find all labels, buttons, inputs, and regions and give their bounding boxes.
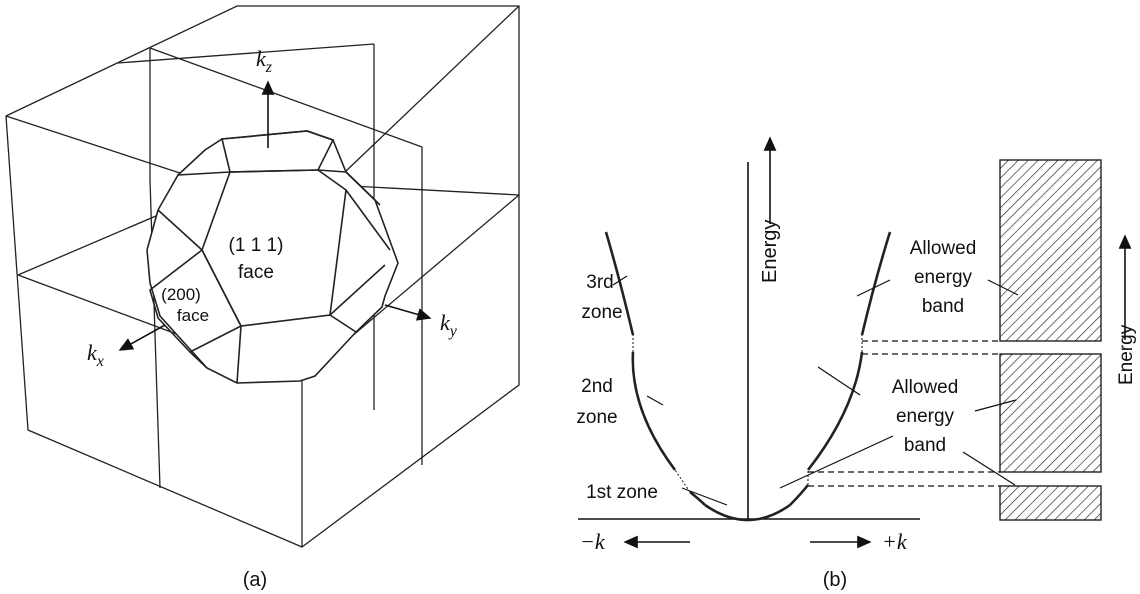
caption-b: (b)	[823, 569, 847, 591]
face-200-label: (200)	[161, 285, 201, 304]
band-top-line2: energy	[914, 267, 973, 288]
face-200-word: face	[177, 306, 209, 325]
band-top-line1: Allowed	[910, 238, 977, 259]
zone2-line2: zone	[576, 407, 617, 428]
ky-label: ky	[440, 310, 458, 340]
face-111-word: face	[238, 262, 274, 283]
band-curves	[604, 231, 892, 522]
band-mid-line3: band	[904, 435, 946, 456]
allowed-band-blocks	[999, 159, 1102, 521]
zone3-line2: zone	[581, 302, 622, 323]
dashed-band-edges	[808, 340, 1000, 487]
band-block-top	[999, 159, 1102, 342]
right-energy-label: Energy	[1116, 324, 1137, 385]
ky-axis-arrow	[384, 304, 432, 321]
neg-k-label: −k	[580, 529, 606, 554]
zone3-line1: 3rd	[586, 272, 613, 293]
face-111-label: (1 1 1)	[229, 235, 284, 256]
energy-axis-label: Energy	[759, 220, 781, 283]
zone2-line1: 2nd	[581, 376, 613, 397]
truncated-octahedron	[146, 130, 399, 384]
band-block-bottom	[999, 485, 1102, 521]
kz-label: kz	[256, 46, 273, 76]
band-block-mid	[999, 353, 1102, 473]
pos-k-label: +k	[882, 529, 908, 554]
band-top-line3: band	[922, 296, 964, 317]
band-mid-line2: energy	[896, 406, 955, 427]
kx-label: kx	[87, 340, 104, 370]
band-mid-line1: Allowed	[892, 377, 959, 398]
zone1-label: 1st zone	[586, 482, 658, 503]
kx-axis-arrow	[118, 324, 166, 351]
caption-a: (a)	[243, 569, 267, 591]
